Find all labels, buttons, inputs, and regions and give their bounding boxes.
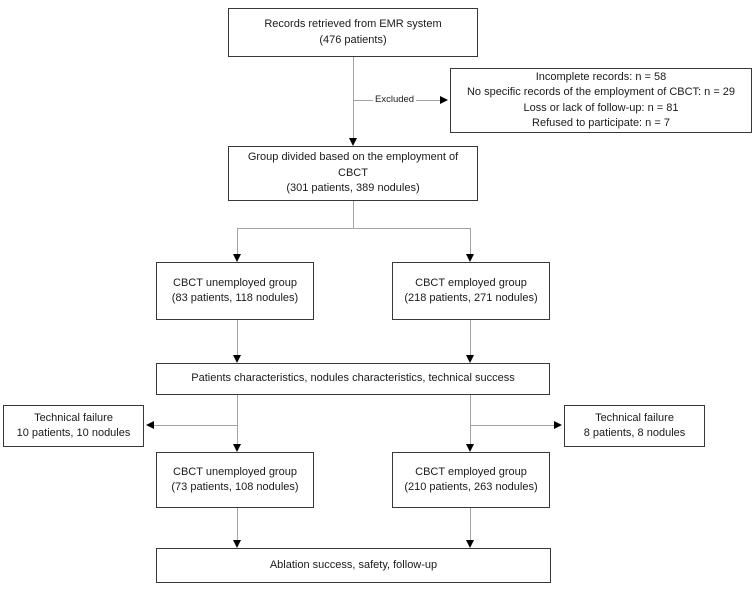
- box-failure-right-line-1: Technical failure: [595, 411, 674, 424]
- connector-employed2-to-ablation: [470, 508, 471, 542]
- box-unemployed2-line-1: CBCT unemployed group: [173, 465, 297, 478]
- box-ablation-line-1: Ablation success, safety, follow-up: [269, 558, 438, 571]
- box-employed2-line-2: (210 patients, 263 nodules): [404, 481, 538, 493]
- connector-group-split-bar: [237, 228, 471, 229]
- box-unemployed1-line-2: (83 patients, 118 nodules): [171, 292, 299, 304]
- box-employed1-line-1: CBCT employed group: [415, 276, 527, 289]
- arrowhead-down-icon: [348, 138, 357, 146]
- connector-failure-left-branch: [153, 425, 237, 426]
- box-employed1-line-2: (218 patients, 271 nodules): [404, 292, 538, 304]
- arrowhead-down-icon: [465, 254, 474, 262]
- connector-unemployed1-to-characteristics: [237, 320, 238, 357]
- arrowhead-down-icon: [232, 254, 241, 262]
- connector-characteristics-to-unemployed2: [237, 395, 238, 445]
- connector-employed1-to-characteristics: [470, 320, 471, 357]
- connector-characteristics-to-employed2: [470, 395, 471, 445]
- box-employed2-line-1: CBCT employed group: [415, 465, 527, 478]
- box-excluded-line-1: Incomplete records: n = 58: [535, 70, 667, 83]
- box-group-divided-line-2: CBCT: [338, 166, 368, 179]
- box-cbct-employed-initial: CBCT employed group (218 patients, 271 n…: [392, 262, 550, 320]
- arrowhead-right-icon: [440, 95, 448, 104]
- arrowhead-down-icon: [465, 444, 474, 452]
- box-unemployed2-line-2: (73 patients, 108 nodules): [171, 481, 299, 493]
- box-records-line-1: Records retrieved from EMR system: [264, 18, 442, 30]
- box-group-divided-line-3: (301 patients, 389 nodules): [286, 182, 420, 195]
- box-failure-right-line-2: 8 patients, 8 nodules: [583, 427, 686, 439]
- box-technical-failure-right: Technical failure 8 patients, 8 nodules: [564, 405, 705, 447]
- connector-unemployed2-to-ablation: [237, 508, 238, 542]
- box-characteristics-line-1: Patients characteristics, nodules charac…: [191, 372, 515, 385]
- connector-split-right: [470, 228, 471, 256]
- box-failure-left-line-1: Technical failure: [34, 411, 113, 424]
- arrowhead-down-icon: [232, 444, 241, 452]
- box-characteristics-outcomes: Patients characteristics, nodules charac…: [156, 363, 550, 395]
- box-excluded-reasons: Incomplete records: n = 58 No specific r…: [450, 68, 752, 133]
- box-unemployed1-line-1: CBCT unemployed group: [173, 276, 297, 289]
- box-records-line-2: (476 patients): [319, 33, 387, 46]
- box-failure-left-line-2: 10 patients, 10 nodules: [16, 427, 131, 439]
- arrowhead-left-icon: [146, 420, 154, 429]
- arrowhead-down-icon: [465, 540, 474, 548]
- box-group-divided-line-1: Group divided based on the employment of: [247, 151, 459, 164]
- box-technical-failure-left: Technical failure 10 patients, 10 nodule…: [3, 405, 144, 447]
- excluded-edge-label: Excluded: [373, 94, 417, 106]
- arrowhead-down-icon: [232, 355, 241, 363]
- box-excluded-line-3: Loss or lack of follow-up: n = 81: [523, 101, 679, 114]
- box-cbct-unemployed-final: CBCT unemployed group (73 patients, 108 …: [156, 452, 314, 508]
- box-group-divided: Group divided based on the employment of…: [228, 146, 478, 201]
- arrowhead-right-icon: [554, 420, 562, 429]
- connector-split-left: [237, 228, 238, 256]
- arrowhead-down-icon: [232, 540, 241, 548]
- box-ablation-outcomes: Ablation success, safety, follow-up: [156, 548, 551, 583]
- box-records-retrieved: Records retrieved from EMR system (476 p…: [228, 8, 478, 57]
- box-cbct-unemployed-initial: CBCT unemployed group (83 patients, 118 …: [156, 262, 314, 320]
- connector-failure-right-branch: [470, 425, 555, 426]
- box-cbct-employed-final: CBCT employed group (210 patients, 263 n…: [392, 452, 550, 508]
- arrowhead-down-icon: [465, 355, 474, 363]
- connector-records-to-group: [353, 57, 354, 140]
- box-excluded-line-2: No specific records of the employment of…: [466, 86, 736, 98]
- connector-group-split-stem: [353, 201, 354, 228]
- box-excluded-line-4: Refused to participate: n = 7: [532, 117, 670, 129]
